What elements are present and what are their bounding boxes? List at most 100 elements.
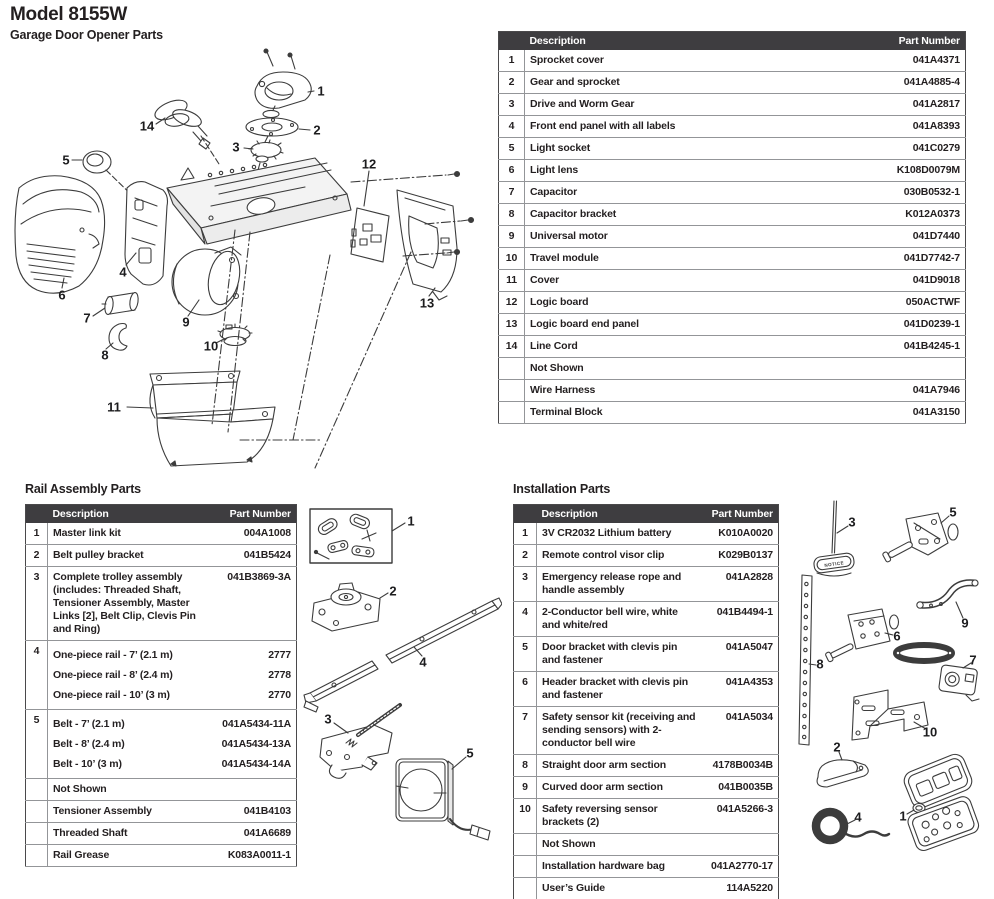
header-part-number: Part Number <box>210 504 297 523</box>
header-part-number: Part Number <box>700 504 779 523</box>
header-description: Description <box>536 504 701 523</box>
header-num-cell <box>498 31 525 50</box>
sprocket-cover-art <box>254 71 312 109</box>
visor-clip-art <box>816 759 869 788</box>
row-part-number: K108D0079M <box>869 159 966 182</box>
row-number: 6 <box>513 671 537 707</box>
screw-icon <box>446 170 475 256</box>
screw-icon <box>263 48 296 70</box>
row-description: One-piece rail - 7’ (2.1 m)One-piece rai… <box>47 640 211 710</box>
row-part-number: K083A0011-1 <box>210 844 297 867</box>
row-number: 9 <box>498 225 525 248</box>
row-description: 2-Conductor bell wire, white and white/r… <box>536 601 701 637</box>
row-part-number: 041D7440 <box>869 225 966 248</box>
installation-parts-art: NOTICE <box>798 500 980 852</box>
release-rope-art: NOTICE <box>813 500 855 577</box>
row-part-number: 4178B0034B <box>700 754 779 777</box>
row-number <box>498 401 525 424</box>
callout-11: 11 <box>107 399 121 415</box>
row-part-number: 041D0239-1 <box>869 313 966 336</box>
wire-coil-art <box>811 807 891 845</box>
header-num-cell <box>25 504 48 523</box>
chassis-art <box>166 157 352 245</box>
line-cord-art <box>154 99 211 150</box>
row-number: 14 <box>498 335 525 358</box>
sensor-bracket-art <box>851 689 929 741</box>
row-number: 7 <box>513 706 537 755</box>
row-part-number: 041B4245-1 <box>869 335 966 358</box>
row-description: Front end panel with all labels <box>524 115 870 138</box>
row-part-number: 041B4494-1 <box>700 601 779 637</box>
row-part-number: 041A5034 <box>700 706 779 755</box>
row-number: 9 <box>513 776 537 799</box>
row-number: 2 <box>498 71 525 94</box>
row-description: Logic board <box>524 291 870 314</box>
row-number: 4 <box>25 640 48 710</box>
row-number: 1 <box>513 523 537 545</box>
row-number <box>498 357 525 380</box>
row-number: 5 <box>513 636 537 672</box>
row-number <box>25 844 48 867</box>
row-description: Header bracket with clevis pin and faste… <box>536 671 701 707</box>
row-description: Travel module <box>524 247 870 270</box>
row-part-number: 041B5424 <box>210 544 297 567</box>
row-number: 1 <box>25 523 48 545</box>
callout-10: 10 <box>922 724 938 740</box>
master-link-kit-art <box>309 508 393 564</box>
header-num-cell <box>513 504 537 523</box>
row-number <box>25 822 48 845</box>
row-description: Sprocket cover <box>524 50 870 72</box>
row-description: Not Shown <box>536 833 701 856</box>
install-section-heading: Installation Parts <box>513 482 611 496</box>
door-bracket-art <box>825 608 900 663</box>
row-part-number: 041A4371 <box>869 50 966 72</box>
belt-pulley-bracket-art <box>311 582 381 632</box>
row-description: Installation hardware bag <box>536 855 701 878</box>
callout-4: 4 <box>119 264 127 280</box>
row-number <box>513 877 537 899</box>
light-socket-art <box>82 150 112 174</box>
row-part-number: 041A2770-17 <box>700 855 779 878</box>
row-description: Capacitor <box>524 181 870 204</box>
row-part-number: 030B0532-1 <box>869 181 966 204</box>
section-row: Not Shown <box>513 833 779 856</box>
callout-1: 1 <box>899 808 907 824</box>
row-description: Door bracket with clevis pin and fastene… <box>536 636 701 672</box>
callout-8: 8 <box>101 347 109 363</box>
row-description: Master link kit <box>47 523 211 545</box>
row-number: 10 <box>498 247 525 270</box>
page-subtitle: Garage Door Opener Parts <box>10 28 163 42</box>
row-description: Straight door arm section <box>536 754 701 777</box>
row-description: Belt pulley bracket <box>47 544 211 567</box>
row-part-number: K012A0373 <box>869 203 966 226</box>
header-description: Description <box>524 31 870 50</box>
row-number: 13 <box>498 313 525 336</box>
rail-section-heading: Rail Assembly Parts <box>25 482 141 496</box>
row-description: Remote control visor clip <box>536 544 701 567</box>
installation-parts-diagram: NOTICE <box>790 495 994 899</box>
row-description: Drive and Worm Gear <box>524 93 870 116</box>
row-part-number <box>210 778 297 801</box>
callout-13: 13 <box>419 295 435 311</box>
row-description: Belt - 7’ (2.1 m)Belt - 8’ (2.4 m)Belt -… <box>47 709 211 779</box>
row-number: 2 <box>513 544 537 567</box>
row-part-number: 004A1008 <box>210 523 297 545</box>
belt-spool-art <box>395 758 491 841</box>
row-description: 3V CR2032 Lithium battery <box>536 523 701 545</box>
row-description: Terminal Block <box>524 401 870 424</box>
